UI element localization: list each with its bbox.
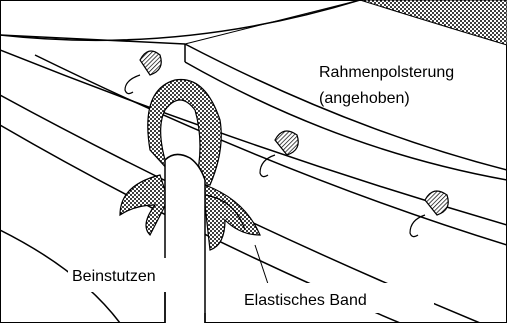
frame-padding-label-line1: Rahmenpolsterung — [319, 64, 454, 81]
mat-surface — [360, 0, 507, 45]
leg-socket-label: Beinstutzen — [72, 268, 156, 285]
frame-padding-top-edge — [0, 0, 360, 40]
leg-socket-post — [165, 154, 205, 323]
frame-padding-seam — [185, 0, 360, 44]
spring-hook-icon — [125, 51, 161, 94]
elastic-band-label: Elastisches Band — [244, 292, 367, 309]
frame-padding-left-edge — [0, 35, 185, 44]
frame-padding-outer-edge — [185, 44, 507, 170]
frame-padding-label-line2: (angehoben) — [319, 90, 410, 107]
